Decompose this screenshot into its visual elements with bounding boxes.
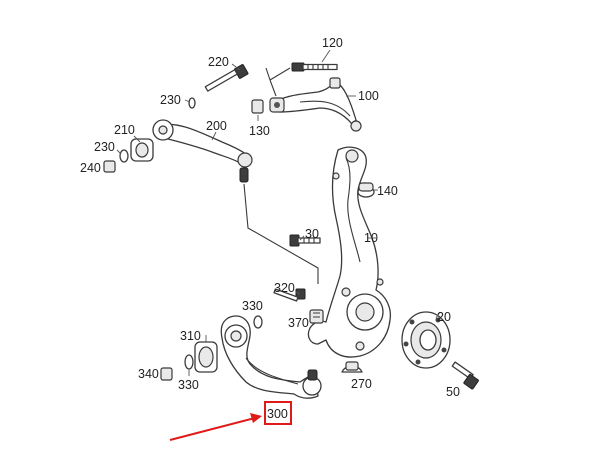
part-130-nut [251,99,264,121]
part-320-bolt [273,288,306,302]
callout-120: 120 [322,36,343,50]
part-20-wheel-hub [401,311,451,369]
part-220-bolt [204,63,249,92]
part-50-bolt [451,361,479,390]
callout-20: 20 [437,310,451,324]
callout-10: 10 [364,231,378,245]
callout-330-upper: 330 [242,299,263,313]
part-330-washer-upper [253,315,263,329]
callout-300: 300 [267,407,288,421]
part-230-washer-lower [116,149,129,163]
callout-270: 270 [351,377,372,391]
callout-220: 220 [208,55,229,69]
highlight-box-300 [264,401,292,425]
callout-210: 210 [114,123,135,137]
part-230-washer-upper [184,97,196,109]
callout-240: 240 [80,161,101,175]
part-30-bolt [289,234,321,247]
part-200-control-arm [152,119,253,183]
part-330-washer-lower [184,354,194,376]
callout-330-lower: 330 [178,378,199,392]
callout-370: 370 [288,316,309,330]
callout-30: 30 [305,227,319,241]
part-120-bolt [291,49,338,72]
callout-230-lower: 230 [94,140,115,154]
part-310-bushing [194,335,218,373]
red-arrow-icon [169,413,262,441]
callout-200: 200 [206,119,227,133]
part-300-lower-control-arm [220,315,322,399]
callout-310: 310 [180,329,201,343]
part-340-nut [160,367,173,381]
callout-340: 340 [138,367,159,381]
part-10-steering-knuckle [307,146,392,358]
callout-320: 320 [274,281,295,295]
part-140-cap [357,182,378,198]
part-270-cover [341,361,363,373]
callout-130: 130 [249,124,270,138]
part-240-nut [103,160,116,173]
part-100-upper-control-arm [269,67,362,132]
callout-50: 50 [446,385,460,399]
callout-140: 140 [377,184,398,198]
part-210-bushing [130,135,154,162]
callout-100: 100 [358,89,379,103]
callout-230-upper: 230 [160,93,181,107]
part-370-nut [309,309,324,324]
